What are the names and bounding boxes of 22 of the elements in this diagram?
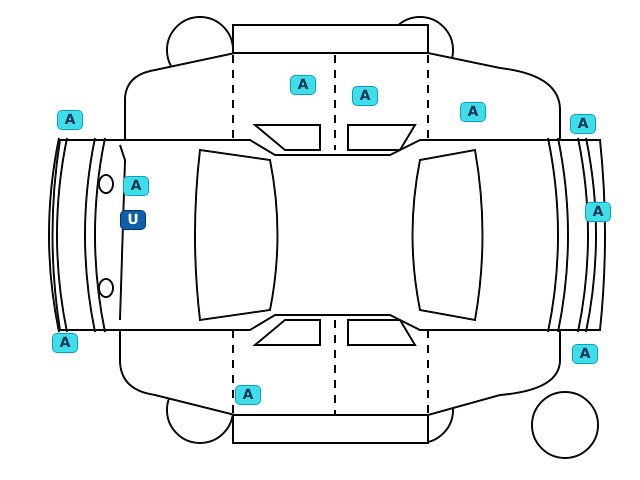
damage-code-badge xyxy=(120,210,146,230)
damage-code: A xyxy=(242,388,254,402)
damage-code: A xyxy=(578,117,588,131)
damage-code: A xyxy=(580,347,590,361)
damage-code: U xyxy=(127,213,139,227)
damage-code-badge xyxy=(572,344,598,364)
damage-code-badge xyxy=(235,385,261,405)
damage-code-badge xyxy=(52,333,78,353)
damage-code: A xyxy=(130,179,142,193)
damage-code-badge xyxy=(123,176,149,196)
damage-code-badge xyxy=(570,114,596,134)
damage-code: A xyxy=(592,205,604,219)
damage-code-badge xyxy=(460,102,486,122)
damage-code-badge xyxy=(57,110,83,130)
damage-code-badge xyxy=(585,202,611,222)
damage-code: A xyxy=(468,105,478,119)
damage-code: A xyxy=(60,336,70,350)
damage-code-badge xyxy=(352,86,378,106)
damage-code: A xyxy=(360,89,370,103)
damage-code: A xyxy=(64,113,76,127)
damage-code: A xyxy=(298,78,308,92)
damage-code-badge xyxy=(290,75,316,95)
